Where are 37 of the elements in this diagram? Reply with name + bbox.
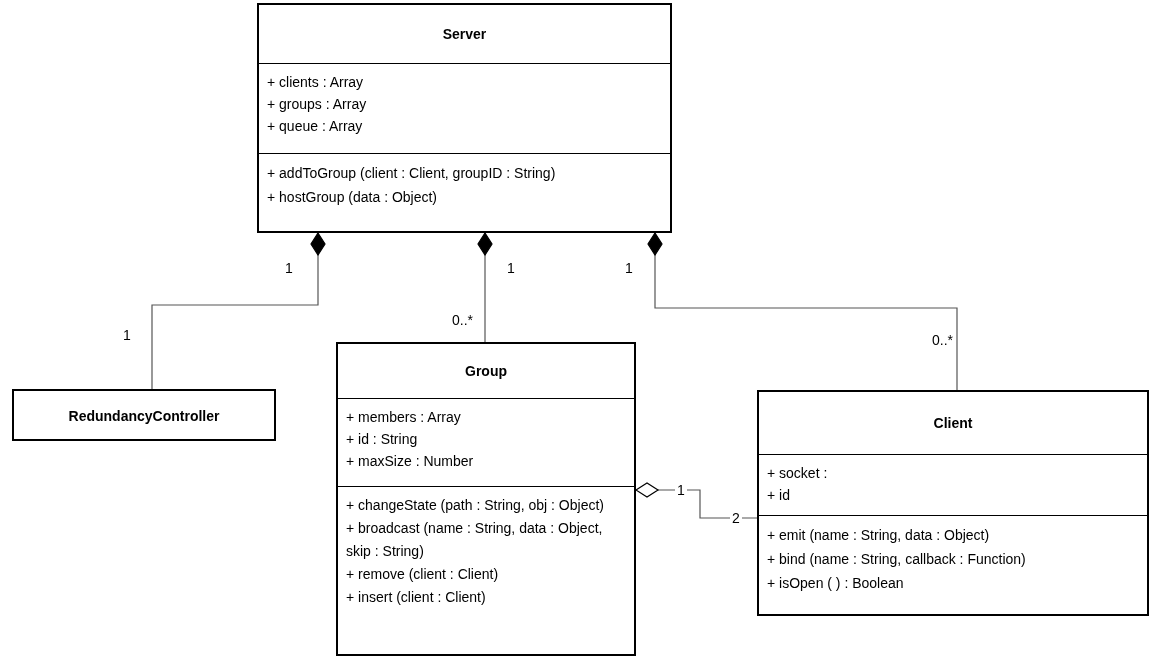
class-name: Client (933, 415, 973, 431)
multiplicity-label: 0..* (450, 312, 475, 328)
method-text: + changeState (path : String, obj : Object) (346, 496, 605, 515)
method-text: + emit (name : String, data : Object) (767, 526, 991, 545)
multiplicity-label: 1 (505, 260, 517, 276)
attribute-text: + socket : (767, 464, 829, 483)
association-line (151, 232, 326, 390)
attribute-text: + id : String (346, 430, 419, 449)
attribute-text: + id (767, 486, 791, 505)
method-text: + remove (client : Client) (346, 565, 500, 584)
association-line (635, 482, 758, 519)
method-text: + bind (name : String, callback : Function) (767, 550, 1027, 569)
multiplicity-label: 1 (121, 327, 133, 343)
multiplicity-label: 0..* (930, 332, 955, 348)
class-box (257, 3, 672, 233)
class-box (336, 342, 636, 656)
association-line (477, 232, 493, 343)
attribute-text: + members : Array (346, 408, 462, 427)
method-text: + broadcast (name : String, data : Object, skip : String) (346, 519, 604, 561)
multiplicity-label: 2 (730, 510, 742, 526)
class-name: RedundancyController (68, 408, 220, 424)
method-text: + hostGroup (data : Object) (267, 188, 439, 207)
class-name: Group (465, 363, 507, 379)
multiplicity-label: 1 (283, 260, 295, 276)
multiplicity-label: 1 (623, 260, 635, 276)
method-text: + addToGroup (client : Client, groupID : String) (267, 164, 557, 183)
method-text: + isOpen ( ) : Boolean (767, 574, 905, 593)
class-box (757, 390, 1149, 616)
attribute-text: + maxSize : Number (346, 452, 475, 471)
multiplicity-label: 1 (675, 482, 687, 498)
attribute-text: + clients : Array (267, 73, 365, 92)
class-box (12, 389, 276, 441)
attribute-text: + groups : Array (267, 95, 368, 114)
association-line (647, 232, 958, 391)
class-name: Server (442, 26, 487, 42)
method-text: + insert (client : Client) (346, 588, 487, 607)
attribute-text: + queue : Array (267, 117, 364, 136)
